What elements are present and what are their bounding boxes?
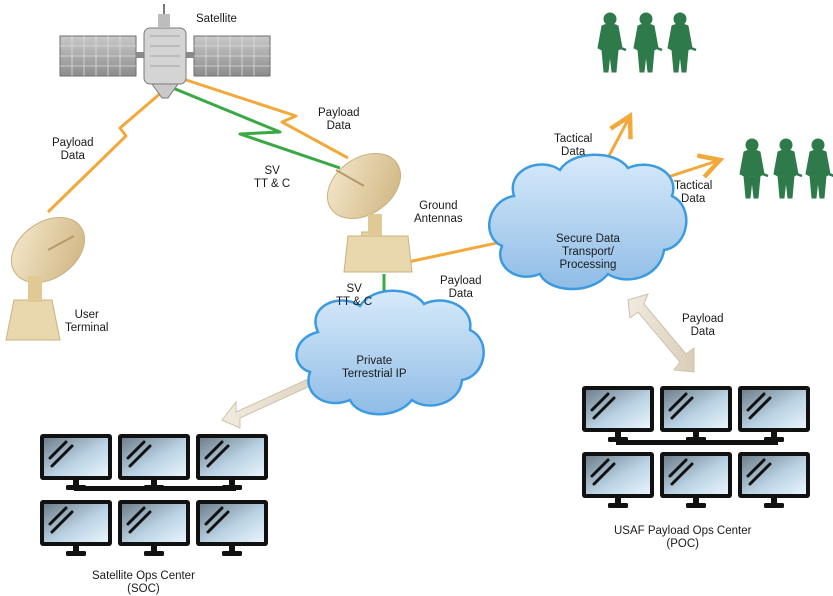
- monitor-icon: [116, 498, 192, 558]
- payload-data-satellite-label: Payload Data: [318, 107, 360, 132]
- poc-monitor-bank: [580, 384, 812, 510]
- monitor-icon: [736, 450, 812, 510]
- monitor-icon: [38, 432, 114, 492]
- ground-antenna-icon: [327, 153, 413, 273]
- user-terminal-label: User Terminal: [65, 309, 109, 334]
- soldier-icon: [772, 137, 804, 200]
- soldier-group-1: [596, 11, 698, 74]
- double-arrow-secure-poc: [627, 293, 695, 373]
- soldier-icon: [738, 137, 770, 200]
- monitor-icon: [194, 498, 270, 558]
- monitor-icon: [116, 432, 192, 492]
- monitor-icon: [580, 450, 656, 510]
- tactical-data-2-label: Tactical Data: [674, 180, 713, 205]
- monitor-icon: [658, 384, 734, 444]
- ground-antennas-label: Ground Antennas: [414, 200, 463, 225]
- soldier-icon: [804, 137, 833, 200]
- tactical-data-1-label: Tactical Data: [554, 133, 593, 158]
- secure-data-label: Secure Data Transport/ Processing: [556, 233, 620, 271]
- user-terminal-icon: [5, 217, 85, 341]
- poc-label: USAF Payload Ops Center (POC): [614, 525, 752, 550]
- soldier-icon: [596, 11, 628, 74]
- link-payload-user: [46, 78, 177, 214]
- soldier-group-2: [738, 137, 833, 200]
- link-payload-satellite: [179, 76, 349, 160]
- cloud-secure-data: [487, 153, 688, 291]
- soc-label: Satellite Ops Center (SOC): [92, 570, 195, 595]
- sv-ttc-lower-label: SV TT & C: [336, 283, 373, 308]
- monitor-icon: [194, 432, 270, 492]
- monitor-icon: [38, 498, 114, 558]
- payload-data-user-label: Payload Data: [52, 137, 94, 162]
- monitor-icon: [658, 450, 734, 510]
- soc-monitor-bank: [38, 432, 270, 558]
- soldier-icon: [666, 11, 698, 74]
- payload-data-poc-label: Payload Data: [682, 313, 724, 338]
- cloud-private-ip: [295, 289, 485, 416]
- satellite-icon: [59, 4, 271, 99]
- sv-ttc-upper-label: SV TT & C: [254, 165, 291, 190]
- link-ttc-satellite: [167, 84, 341, 170]
- private-ip-label: Private Terrestrial IP: [342, 355, 407, 380]
- satellite-label: Satellite: [196, 13, 237, 25]
- payload-data-ground-label: Payload Data: [440, 275, 482, 300]
- monitor-icon: [580, 384, 656, 444]
- soldier-icon: [632, 11, 664, 74]
- monitor-icon: [736, 384, 812, 444]
